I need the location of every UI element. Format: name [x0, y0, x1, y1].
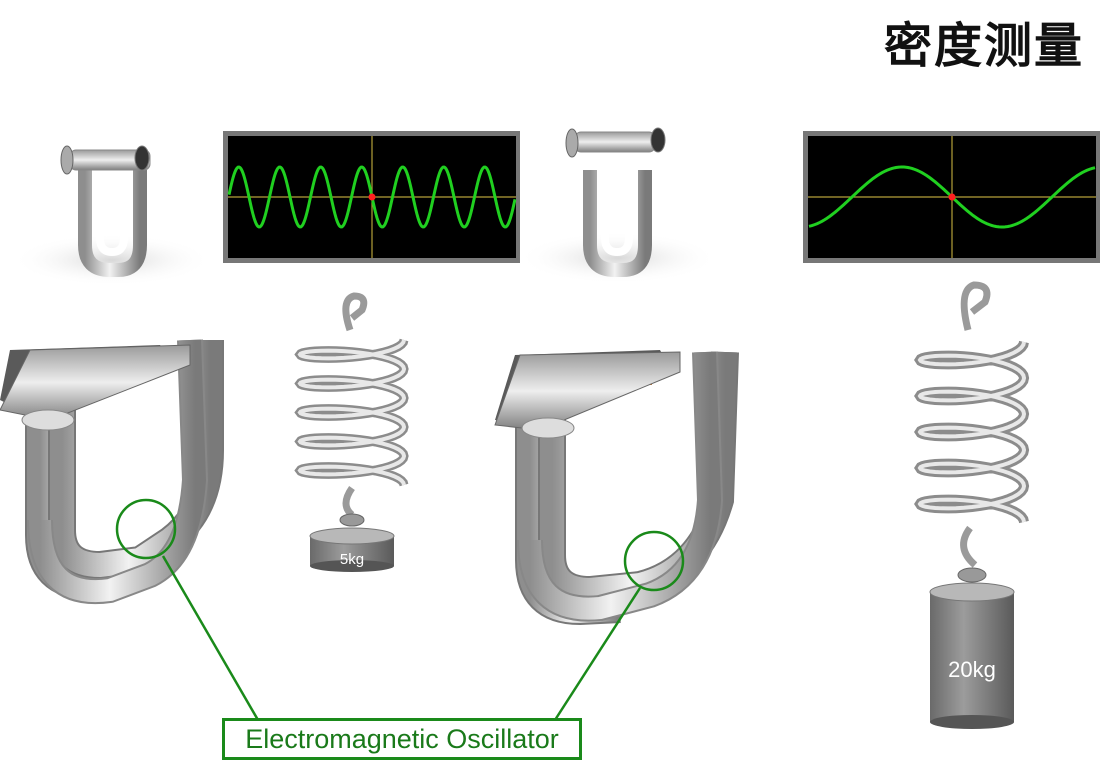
spring-coil-large — [914, 340, 1030, 524]
oscilloscope-high-frequency — [223, 131, 520, 263]
weight-20kg — [930, 592, 1014, 722]
callout-line-right — [553, 587, 642, 721]
u-tube-right — [494, 350, 739, 626]
callout-circle-right — [623, 530, 685, 592]
flowmeter-icon — [12, 145, 212, 286]
zero-marker — [368, 193, 376, 201]
oscillator-label: Electromagnetic Oscillator — [222, 718, 582, 760]
weight-icon: 20kg — [929, 567, 1015, 729]
zero-marker — [948, 193, 956, 201]
weight-20kg-label: 20kg — [948, 657, 996, 682]
callout-circle-left — [115, 498, 177, 560]
weight-icon: 5kg — [309, 513, 395, 572]
callout-line-left — [161, 555, 260, 721]
spring-icon — [294, 292, 409, 518]
spring-icon — [914, 281, 1030, 568]
page-title: 密度测量 — [883, 18, 1084, 74]
flowmeter-icon — [518, 127, 718, 284]
weight-5kg-label: 5kg — [340, 551, 364, 568]
u-tube-left — [0, 339, 224, 605]
oscilloscope-low-frequency — [803, 131, 1100, 263]
oscillator-callouts — [115, 498, 685, 721]
spring-coil-small — [294, 338, 409, 487]
